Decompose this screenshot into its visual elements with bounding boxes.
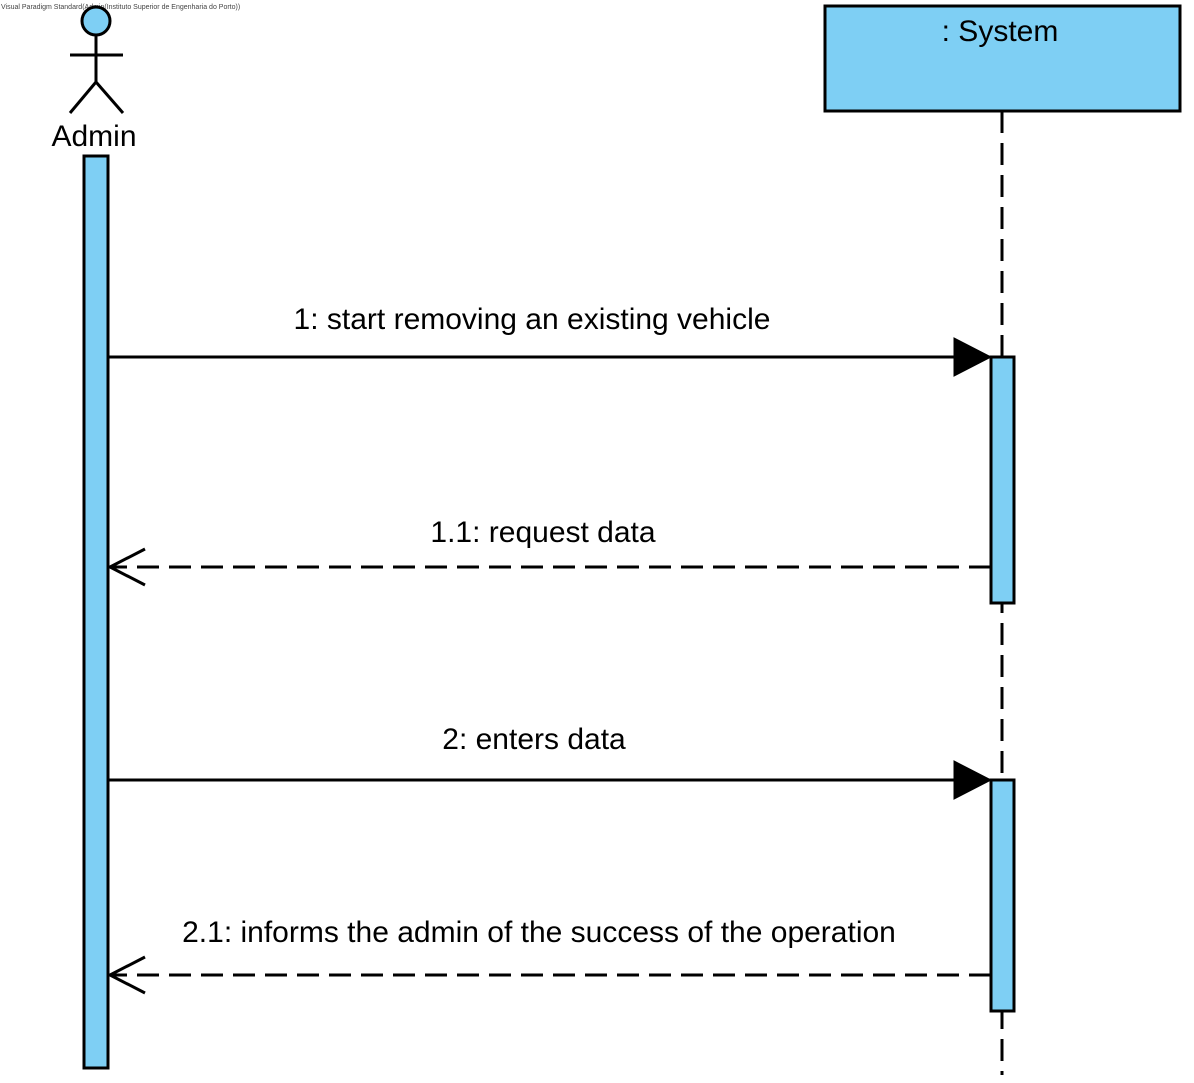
actor-left-leg bbox=[68, 81, 98, 114]
system-activation-bar-1 bbox=[989, 355, 1016, 605]
message-1-label: 1: start removing an existing vehicle bbox=[294, 303, 771, 336]
system-activation-bar-2 bbox=[989, 778, 1016, 1013]
message-1-1-label: 1.1: request data bbox=[430, 516, 655, 549]
message-2-label: 2: enters data bbox=[442, 723, 626, 756]
actor-head bbox=[80, 5, 112, 37]
watermark-text: Visual Paradigm Standard(Admin(Instituto… bbox=[1, 4, 240, 11]
message-1[interactable]: 1: start removing an existing vehicle bbox=[108, 303, 993, 377]
admin-actor[interactable]: Admin bbox=[51, 5, 137, 153]
system-lifeline-head[interactable]: : System bbox=[823, 4, 1182, 113]
message-2-1-arrowhead bbox=[106, 955, 146, 995]
actor-activation-bar bbox=[82, 154, 110, 1070]
message-2-arrowhead bbox=[953, 760, 993, 800]
message-1-1-arrowhead bbox=[106, 547, 146, 587]
message-2-1-label: 2.1: informs the admin of the success of… bbox=[182, 916, 896, 949]
system-box bbox=[823, 4, 1182, 113]
actor-right-leg bbox=[94, 81, 125, 114]
message-2-1[interactable]: 2.1: informs the admin of the success of… bbox=[106, 916, 991, 995]
message-2[interactable]: 2: enters data bbox=[108, 723, 993, 800]
actor-name: Admin bbox=[51, 120, 136, 153]
message-1-1[interactable]: 1.1: request data bbox=[106, 516, 991, 587]
message-1-arrowhead bbox=[953, 337, 993, 377]
system-name: : System bbox=[942, 15, 1059, 48]
